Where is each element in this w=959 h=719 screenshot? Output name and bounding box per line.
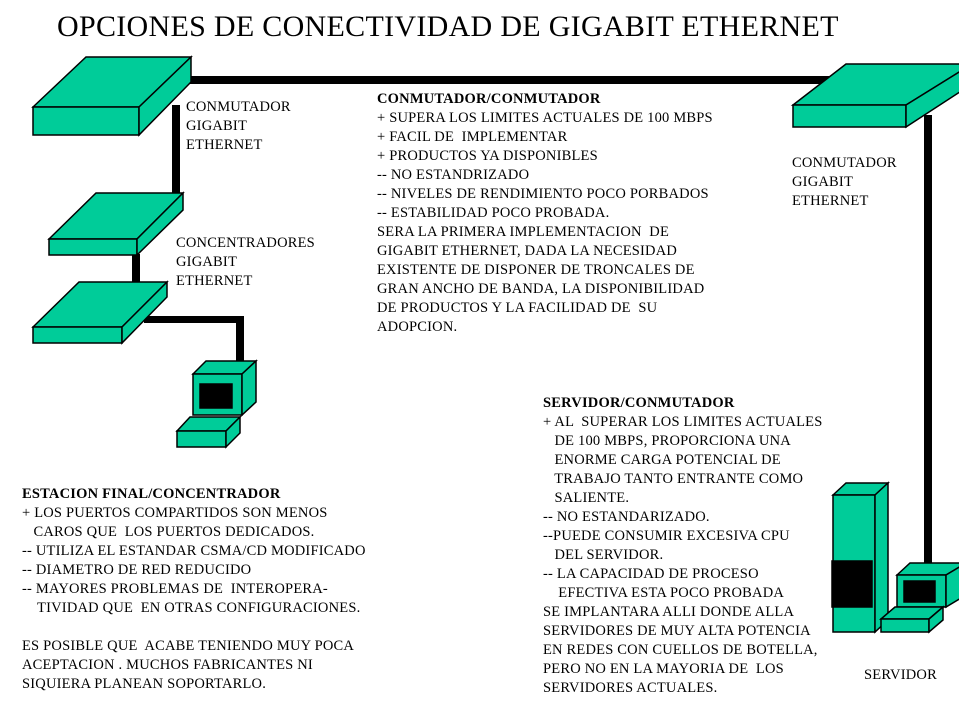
notes-line: DE PRODUCTOS Y LA FACILIDAD DE SU bbox=[377, 300, 658, 316]
notes-line: DEL SERVIDOR. bbox=[543, 547, 664, 563]
notes-line: -- NO ESTANDRIZADO bbox=[377, 167, 530, 183]
page-title: OPCIONES DE CONECTIVIDAD DE GIGABIT ETHE… bbox=[57, 10, 839, 43]
notes-line: -- NIVELES DE RENDIMIENTO POCO PORBADOS bbox=[377, 186, 709, 202]
notes-line: TIVIDAD QUE EN OTRAS CONFIGURACIONES. bbox=[22, 600, 361, 616]
notes-line: TRABAJO TANTO ENTRANTE COMO bbox=[543, 471, 804, 487]
notes-line: + AL SUPERAR LOS LIMITES ACTUALES bbox=[543, 414, 823, 430]
switch-left-icon bbox=[31, 55, 193, 137]
notes-line: EFECTIVA ESTA POCO PROBADA bbox=[543, 585, 785, 601]
notes-line: -- NO ESTANDARIZADO. bbox=[543, 509, 710, 525]
notes-line: ADOPCION. bbox=[377, 319, 458, 335]
notes-line: + PRODUCTOS YA DISPONIBLES bbox=[377, 148, 598, 164]
cable-switch-server bbox=[924, 115, 932, 565]
label-line: GIGABIT bbox=[186, 118, 248, 134]
cables bbox=[132, 76, 932, 565]
notes-line: GRAN ANCHO DE BANDA, LA DISPONIBILIDAD bbox=[377, 281, 705, 297]
server-tower-icon bbox=[831, 481, 890, 634]
notes-line: PERO NO EN LA MAYORIA DE LOS bbox=[543, 661, 784, 677]
label-line: GIGABIT bbox=[176, 254, 238, 270]
hubs-label: CONCENTRADORES GIGABIT ETHERNET bbox=[176, 234, 315, 291]
workstation-icon bbox=[175, 359, 258, 449]
notes-line: + SUPERA LOS LIMITES ACTUALES DE 100 MBP… bbox=[377, 110, 713, 126]
cable-hub-station-h bbox=[144, 316, 243, 323]
server-label: SERVIDOR bbox=[864, 667, 937, 683]
notes-line: + LOS PUERTOS COMPARTIDOS SON MENOS bbox=[22, 505, 328, 521]
notes-line: ES POSIBLE QUE ACABE TENIENDO MUY POCA bbox=[22, 638, 355, 654]
notes-line: ACEPTACION . MUCHOS FABRICANTES NI bbox=[22, 657, 313, 673]
notes-line: CAROS QUE LOS PUERTOS DEDICADOS. bbox=[22, 524, 315, 540]
notes-line: -- DIAMETRO DE RED REDUCIDO bbox=[22, 562, 252, 578]
cable-hub-hub bbox=[132, 254, 140, 284]
notes-line: SALIENTE. bbox=[543, 490, 630, 506]
cable-switch-switch bbox=[186, 76, 834, 84]
notes-heading: CONMUTADOR/CONMUTADOR bbox=[377, 91, 601, 107]
label-line: ETHERNET bbox=[792, 193, 869, 209]
notes-line: SIQUIERA PLANEAN SOPORTARLO. bbox=[22, 676, 267, 692]
label-line: GIGABIT bbox=[792, 174, 854, 190]
notes-line: SERVIDORES DE MUY ALTA POTENCIA bbox=[543, 623, 811, 639]
notes-heading: ESTACION FINAL/CONCENTRADOR bbox=[22, 486, 281, 502]
station-hub-notes: ESTACION FINAL/CONCENTRADOR + LOS PUERTOS… bbox=[22, 485, 366, 694]
label-line: ETHERNET bbox=[176, 273, 253, 289]
label-line: ETHERNET bbox=[186, 137, 263, 153]
notes-line: + FACIL DE IMPLEMENTAR bbox=[377, 129, 568, 145]
notes-heading: SERVIDOR/CONMUTADOR bbox=[543, 395, 735, 411]
notes-line: -- UTILIZA EL ESTANDAR CSMA/CD MODIFICAD… bbox=[22, 543, 366, 559]
hub-top-icon bbox=[47, 191, 185, 257]
notes-line: SERVIDORES ACTUALES. bbox=[543, 680, 718, 696]
notes-line: --PUEDE CONSUMIR EXCESIVA CPU bbox=[543, 528, 790, 544]
switch-left-label: CONMUTADOR GIGABIT ETHERNET bbox=[186, 98, 291, 155]
notes-line: GIGABIT ETHERNET, DADA LA NECESIDAD bbox=[377, 243, 678, 259]
notes-line: -- MAYORES PROBLEMAS DE INTEROPERA- bbox=[22, 581, 328, 597]
notes-line: EN REDES CON CUELLOS DE BOTELLA, bbox=[543, 642, 818, 658]
notes-line: EXISTENTE DE DISPONER DE TRONCALES DE bbox=[377, 262, 695, 278]
cable-hub-station-v bbox=[236, 316, 244, 362]
hub-bottom-icon bbox=[31, 280, 169, 345]
notes-line: SERA LA PRIMERA IMPLEMENTACION DE bbox=[377, 224, 670, 240]
notes-line: ENORME CARGA POTENCIAL DE bbox=[543, 452, 781, 468]
notes-line: -- ESTABILIDAD POCO PROBADA. bbox=[377, 205, 610, 221]
label-line: CONMUTADOR bbox=[186, 99, 291, 115]
notes-line: SE IMPLANTARA ALLI DONDE ALLA bbox=[543, 604, 795, 620]
server-monitor-icon bbox=[878, 562, 959, 634]
cable-switch-hub bbox=[172, 105, 180, 195]
notes-line: -- LA CAPACIDAD DE PROCESO bbox=[543, 566, 759, 582]
label-line: CONMUTADOR bbox=[792, 155, 897, 171]
notes-line bbox=[22, 618, 366, 637]
label-line: CONCENTRADORES bbox=[176, 235, 315, 251]
switch-right-icon bbox=[790, 63, 959, 129]
notes-line: DE 100 MBPS, PROPORCIONA UNA bbox=[543, 433, 791, 449]
server-switch-notes: SERVIDOR/CONMUTADOR + AL SUPERAR LOS LIMI… bbox=[543, 394, 823, 698]
switch-switch-notes: CONMUTADOR/CONMUTADOR + SUPERA LOS LIMITE… bbox=[377, 90, 713, 337]
switch-right-label: CONMUTADOR GIGABIT ETHERNET bbox=[792, 154, 897, 211]
